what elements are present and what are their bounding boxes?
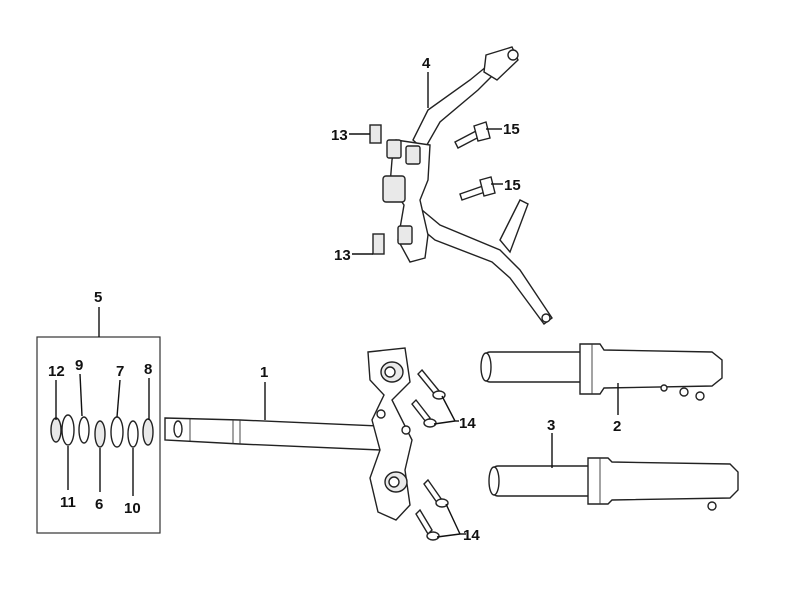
callout-11: 11 (60, 494, 76, 511)
callout-2: 2 (613, 418, 621, 435)
callout-12: 12 (48, 363, 65, 380)
callout-13-upper: 13 (331, 127, 348, 144)
ring-part-11 (61, 414, 75, 446)
bolts-part-14-lower (415, 478, 449, 541)
steering-stem-part-1 (164, 347, 413, 521)
callout-5: 5 (94, 289, 102, 306)
callout-1: 1 (260, 364, 268, 381)
ring-part-10 (127, 420, 139, 448)
callout-4: 4 (422, 55, 431, 72)
callout-8: 8 (144, 361, 152, 378)
callout-10: 10 (124, 500, 141, 517)
ring-part-12 (50, 417, 62, 443)
leader-lines (55, 72, 619, 538)
callout-3: 3 (547, 417, 555, 434)
callout-7: 7 (116, 363, 124, 380)
callout-14-lower: 14 (463, 527, 480, 544)
ring-part-6 (94, 420, 106, 448)
callout-14-upper: 14 (459, 415, 476, 432)
fork-tube-part-2 (480, 343, 723, 401)
fork-tube-part-3 (488, 457, 739, 511)
bolt-part-15-upper (454, 121, 491, 149)
callout-15-upper: 15 (503, 121, 520, 138)
upper-bracket-part-4 (382, 46, 553, 325)
ring-part-7 (110, 416, 124, 448)
ring-part-8 (142, 418, 154, 446)
bolts-part-14-upper (411, 368, 446, 428)
pad-part-13-lower (372, 233, 385, 255)
ring-part-9 (78, 416, 90, 444)
bearing-set-rings (50, 414, 154, 448)
callout-6: 6 (95, 496, 103, 513)
callout-15-lower: 15 (504, 177, 521, 194)
callout-13-lower: 13 (334, 247, 351, 264)
pad-part-13-upper (369, 124, 382, 144)
callout-9: 9 (75, 357, 83, 374)
bolt-part-15-lower (459, 176, 496, 201)
